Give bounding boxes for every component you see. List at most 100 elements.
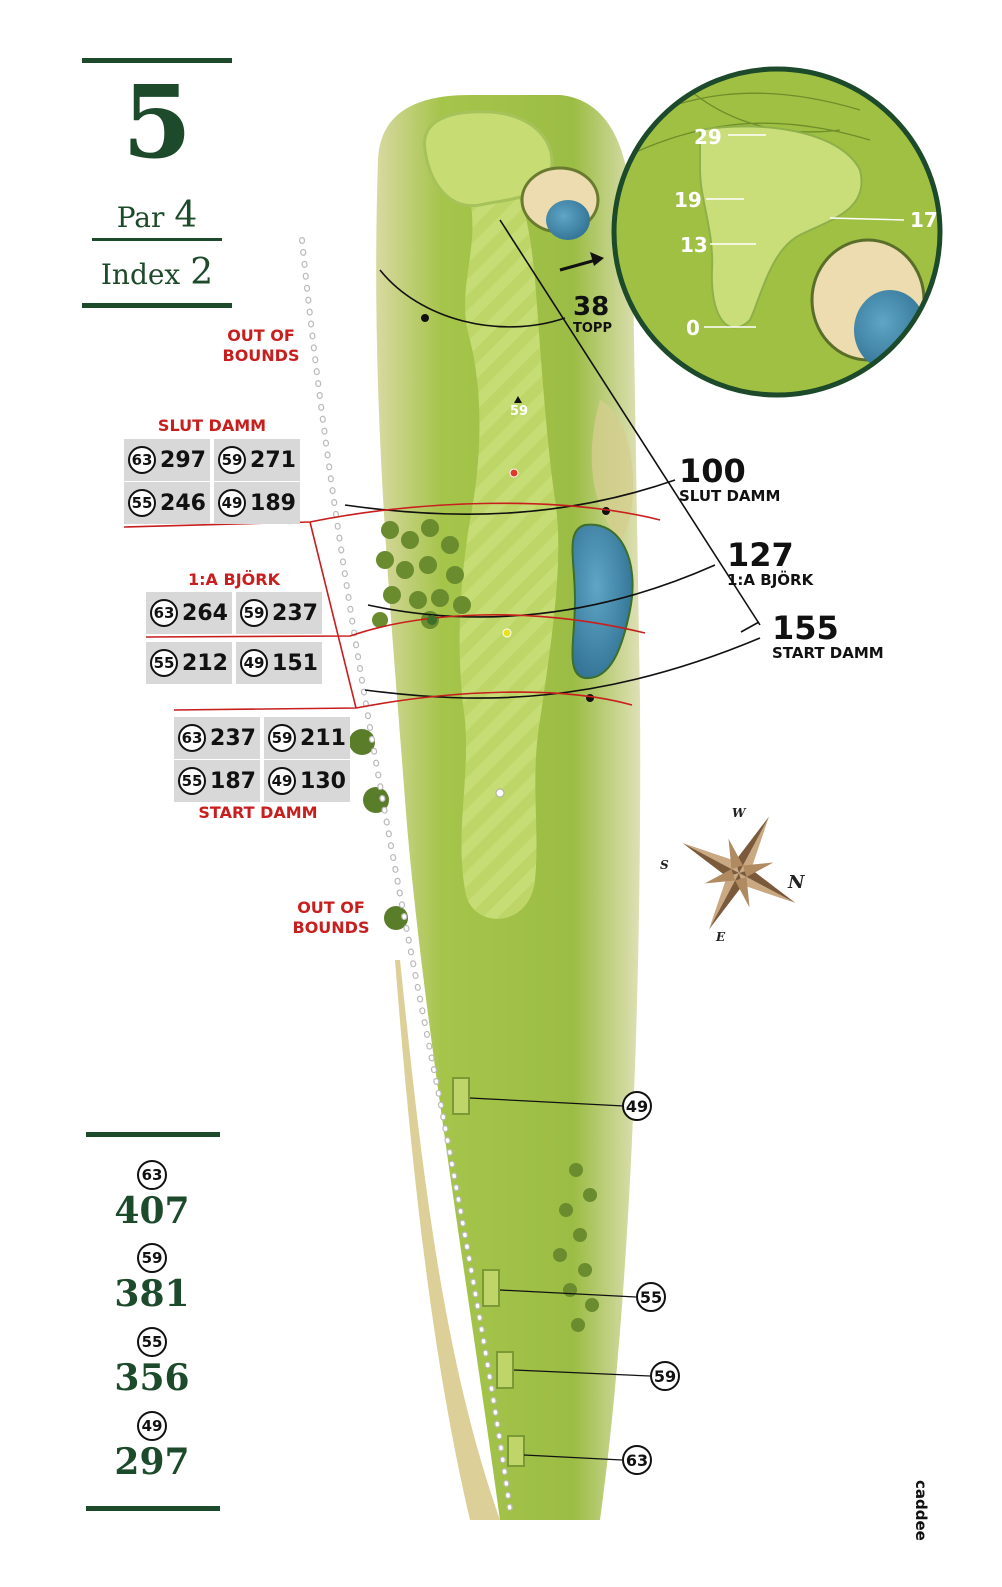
tee-badge: 55	[128, 489, 157, 517]
tee-badge: 59	[137, 1243, 167, 1273]
tee-badge: 55	[137, 1327, 167, 1357]
compass-s: S	[660, 858, 669, 872]
par-row: Par 4	[82, 195, 232, 236]
compass-e: E	[716, 930, 726, 944]
hole-number: 5	[122, 63, 192, 181]
index-row: Index 2	[82, 252, 232, 293]
tee-badge: 59	[268, 724, 297, 752]
pond	[571, 523, 634, 680]
tee-badge: 63	[137, 1160, 167, 1190]
total-59: 59 381	[90, 1243, 214, 1313]
tee-badge: 55	[178, 767, 207, 795]
total-length: 407	[114, 1190, 190, 1232]
distance-value: 211	[300, 725, 346, 751]
distance-value: 187	[210, 768, 256, 794]
greenside-pond	[546, 200, 590, 240]
green-inset	[614, 69, 940, 395]
distance-value: 151	[272, 650, 318, 676]
distance-value: 246	[160, 490, 206, 516]
green-depth-13: 13	[680, 233, 708, 257]
green-distance-slut-damm: 100 SLUT DAMM	[679, 455, 780, 504]
green-distance-label: SLUT DAMM	[679, 487, 781, 505]
distance-value: 264	[182, 600, 228, 626]
compass-n: N	[788, 872, 805, 893]
green-distance-start-damm: 155 START DAMM	[772, 612, 884, 661]
distance-value: 297	[160, 447, 206, 473]
green-distance-value: 100	[679, 452, 746, 490]
compass-w: W	[732, 806, 746, 820]
distance-value: 189	[250, 490, 296, 516]
green-depth-0: 0	[686, 316, 700, 340]
green-distance-bjork: 127 1:A BJÖRK	[727, 539, 813, 588]
green-distance-value: 127	[727, 536, 794, 574]
tee-marker-59: 59	[650, 1361, 680, 1391]
hazard-lines	[123, 502, 661, 711]
tee-badge: 63	[150, 599, 179, 627]
tee-badge: 63	[128, 446, 157, 474]
green-distance-value: 155	[772, 609, 839, 647]
totals-rule-top	[86, 1132, 220, 1137]
total-length: 297	[114, 1441, 190, 1483]
total-49: 49 297	[90, 1411, 214, 1481]
distance-value: 271	[250, 447, 296, 473]
tee-leaders	[469, 1097, 651, 1461]
heather-left	[395, 960, 500, 1520]
index-label: Index	[100, 258, 181, 291]
oob-label-2: OUT OF BOUNDS	[292, 898, 370, 937]
arrow-icon	[559, 252, 604, 272]
tee-marker-63: 63	[622, 1445, 652, 1475]
totals-rule-bottom	[86, 1506, 220, 1511]
tee-badge: 49	[240, 649, 269, 677]
trees-right	[553, 1163, 599, 1332]
total-length: 356	[114, 1357, 190, 1399]
tee-badge: 55	[150, 649, 179, 677]
par-value: 4	[174, 195, 198, 236]
green-distance-value: 38	[573, 292, 610, 322]
green-distance-label: 1:A BJÖRK	[727, 571, 814, 589]
compass-icon	[682, 816, 796, 930]
hazard-title-bjork: 1:A BJÖRK	[188, 570, 280, 589]
fairway	[459, 185, 559, 919]
tee-marker-55: 55	[636, 1282, 666, 1312]
tee-marker-49: 49	[622, 1091, 652, 1121]
header-rule-top	[82, 58, 232, 63]
hazard-title-slut-damm: SLUT DAMM	[157, 416, 267, 435]
total-55: 55 356	[90, 1327, 214, 1397]
green-depth-29: 29	[694, 125, 722, 149]
tee-badge: 63	[178, 724, 207, 752]
distance-value: 237	[272, 600, 318, 626]
tee-badge: 59	[240, 599, 269, 627]
par-label: Par	[116, 201, 165, 234]
tee-badge: 59	[218, 446, 247, 474]
green-distance-label: START DAMM	[772, 644, 884, 662]
tee-badge: 49	[268, 767, 297, 795]
hazard-title-start-damm: START DAMM	[198, 803, 318, 822]
index-value: 2	[190, 252, 214, 293]
green-distance-label: TOPP	[573, 321, 612, 336]
rough-right	[591, 400, 634, 540]
green-depth-17: 17	[910, 208, 938, 232]
header-rule-bottom	[82, 303, 232, 308]
green-distance-topp: 38 TOPP	[573, 294, 612, 335]
distance-value: 212	[182, 650, 228, 676]
header-rule-mid	[92, 238, 222, 241]
oob-label-1: OUT OF BOUNDS	[222, 326, 300, 365]
trees-oob	[349, 729, 408, 930]
distance-value: 237	[210, 725, 256, 751]
tee-badge: 49	[137, 1411, 167, 1441]
total-63: 63 407	[90, 1160, 214, 1230]
tee-badge: 49	[218, 489, 247, 517]
